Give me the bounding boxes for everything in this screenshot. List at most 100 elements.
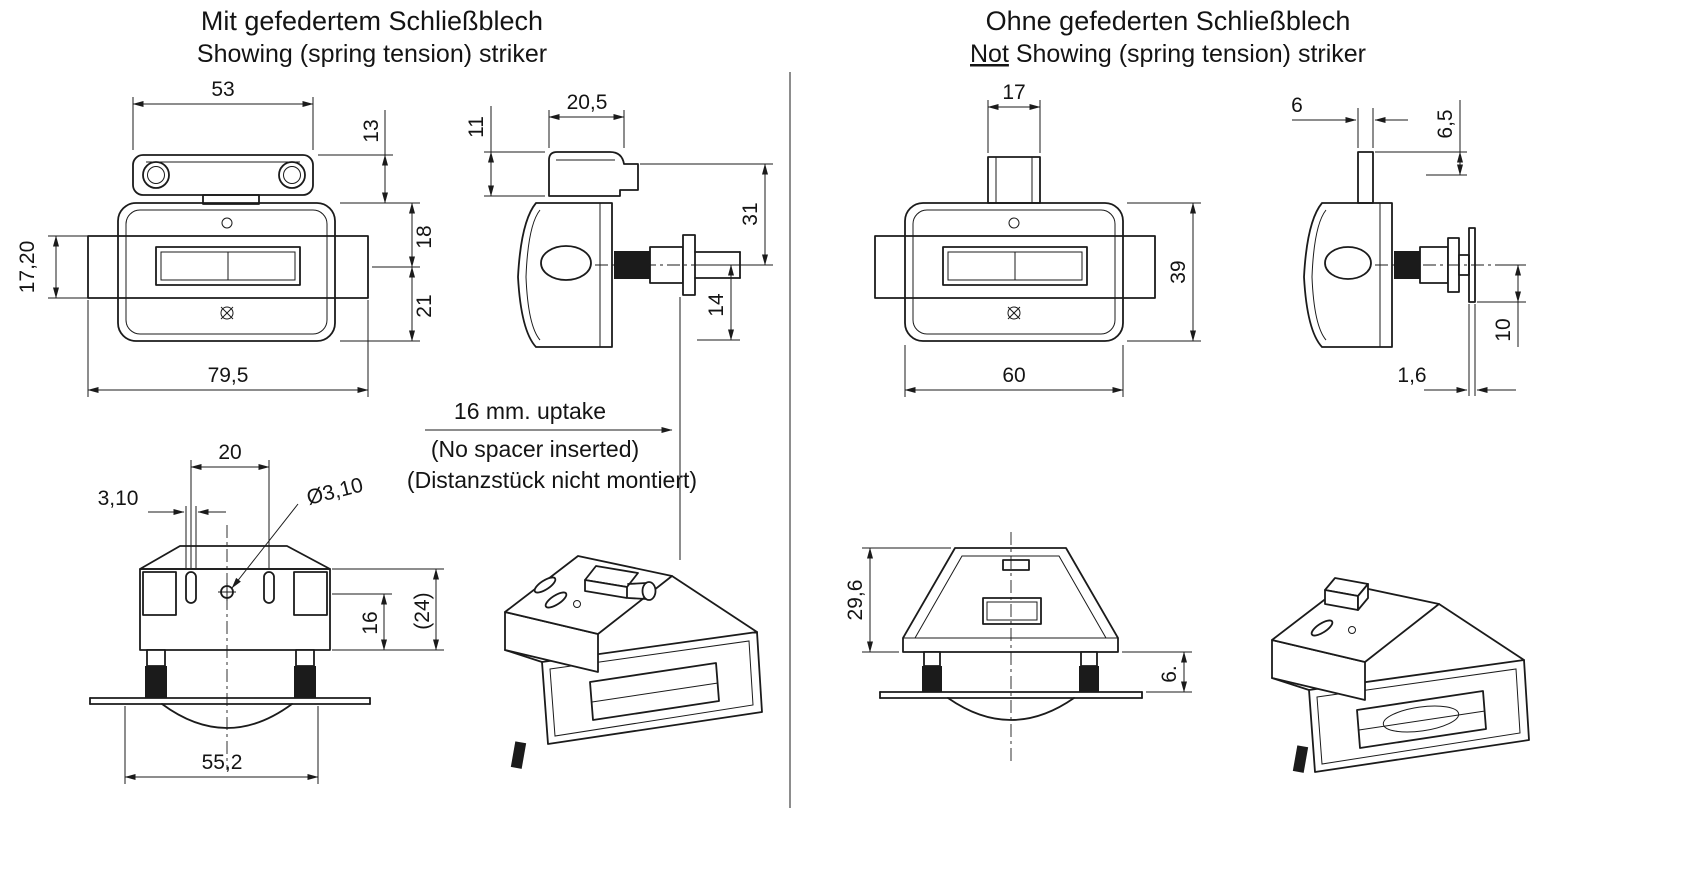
clip-right [293, 571, 328, 616]
grip-oval [540, 245, 592, 281]
dims-right-bottom: 29,6 6. [844, 547, 1192, 693]
dim-total-width: 79,5 [208, 364, 249, 387]
screw-thread-right [1079, 666, 1099, 692]
note-uptake-line1: 16 mm. uptake [454, 398, 606, 424]
dim-striker-offset: 13 [360, 119, 383, 142]
dim-slot-width: 3,10 [98, 487, 139, 510]
screw-nut-left [146, 649, 166, 667]
right-title-en: Not Showing (spring tension) striker [970, 40, 1366, 68]
dim-below-axis: 10 [1492, 318, 1515, 341]
dim-plate-span: 55,2 [202, 751, 243, 774]
dim-hole-diameter: Ø3,10 [304, 474, 365, 510]
view-right-bottom [879, 532, 1143, 762]
dim-upper-height: 18 [413, 225, 436, 248]
dims-left-bottom: 20 3,10 Ø3,10 16 (24) 55,2 [98, 441, 444, 784]
dim-striker-depth: 20,5 [567, 91, 608, 114]
dim-slot-spacing: 20 [218, 441, 241, 464]
screw-head [220, 306, 234, 320]
iso-screw-tip [1292, 745, 1309, 773]
dim-height: 29,6 [844, 580, 867, 621]
slot-left [185, 571, 197, 604]
clip-left [142, 571, 177, 616]
iso-slot-2 [533, 576, 557, 594]
view-right-side [1303, 151, 1500, 348]
iso-striker-block-front [584, 579, 628, 599]
dim-body-height: 39 [1167, 260, 1190, 283]
dims-left-side: 20,5 11 31 14 [425, 91, 773, 560]
dim-tab-thickness: 6 [1291, 94, 1303, 117]
view-left-isometric [504, 555, 763, 769]
body-top-view [139, 568, 331, 651]
latch-body [117, 202, 336, 342]
right-title-en-not: Not [970, 40, 1009, 68]
top-hole [1008, 217, 1020, 229]
view-left-side [517, 151, 756, 348]
striker-plate-section [89, 697, 371, 729]
recess-window [982, 597, 1042, 625]
iso-grip-oval [1382, 705, 1460, 733]
dim-height-to-axis: 31 [739, 202, 762, 225]
screw-thread-left [922, 666, 942, 692]
dim-depth-ref: (24) [411, 592, 434, 629]
striker-bar [132, 154, 314, 196]
note-uptake-line3: (Distanzstück nicht montiert) [407, 467, 697, 493]
iso-slot [1310, 619, 1334, 637]
striker-roller-left [142, 161, 170, 189]
screw-thread-right [294, 666, 316, 698]
latch-body-side [517, 202, 613, 348]
dims-right-front: 17 39 60 [904, 81, 1201, 397]
slot-right [263, 571, 275, 604]
screw-nut-left [923, 651, 941, 667]
iso-top-hole [573, 600, 581, 608]
right-title-en-rest: Showing (spring tension) striker [1009, 40, 1366, 68]
view-left-front [87, 154, 369, 342]
dim-gap: 6. [1158, 665, 1181, 683]
striker-side [548, 151, 639, 197]
top-hole [221, 217, 233, 229]
iso-top-hole [1348, 626, 1356, 634]
dims-left-front: 53 13 17,20 18 21 79,5 [16, 78, 436, 397]
iso-tab-side [1357, 583, 1369, 611]
dim-body-width: 60 [1002, 364, 1025, 387]
push-button-recess [155, 246, 301, 286]
note-uptake-line2: (No spacer inserted) [431, 436, 639, 462]
iso-recess [589, 662, 720, 721]
dim-striker-height: 11 [465, 116, 488, 138]
dim-below-axis: 14 [705, 293, 728, 317]
striker-plate-section [879, 691, 1143, 721]
iso-roller-pin [627, 581, 657, 601]
dims-right-side: 6 6,5 10 1,6 [1291, 94, 1526, 396]
iso-slot-1 [544, 591, 568, 609]
left-title-de: Mit gefedertem Schließblech [201, 6, 543, 36]
grip-oval [1324, 246, 1372, 280]
left-title-en: Showing (spring tension) striker [197, 40, 547, 68]
view-right-isometric [1271, 577, 1530, 773]
striker-tab [202, 194, 260, 205]
dim-plate-thickness: 1,6 [1397, 364, 1426, 387]
cap-profile [139, 545, 331, 570]
iso-recess [1356, 690, 1487, 749]
dim-plate-height: 17,20 [16, 241, 39, 294]
screw-nut-right [1080, 651, 1098, 667]
dim-lower-height: 21 [413, 294, 436, 317]
latch-body [904, 202, 1124, 342]
top-tab-side [1357, 151, 1374, 204]
iso-screw-tip [510, 741, 527, 769]
screw-thread-left [145, 666, 167, 698]
dim-tab-width: 17 [1002, 81, 1025, 104]
dim-top-offset: 6,5 [1434, 109, 1457, 138]
dim-depth: 16 [359, 611, 382, 634]
top-slot [1002, 559, 1030, 571]
mounting-plate [87, 235, 369, 299]
view-right-front [874, 156, 1156, 342]
striker-roller-right [278, 161, 306, 189]
screw-head [1007, 306, 1021, 320]
dim-striker-width: 53 [211, 78, 234, 101]
push-button-recess [942, 246, 1088, 286]
screw-nut-right [295, 649, 315, 667]
body-trapezoid [902, 547, 1119, 653]
mounting-plate [874, 235, 1156, 299]
latch-body-side [1303, 202, 1393, 348]
